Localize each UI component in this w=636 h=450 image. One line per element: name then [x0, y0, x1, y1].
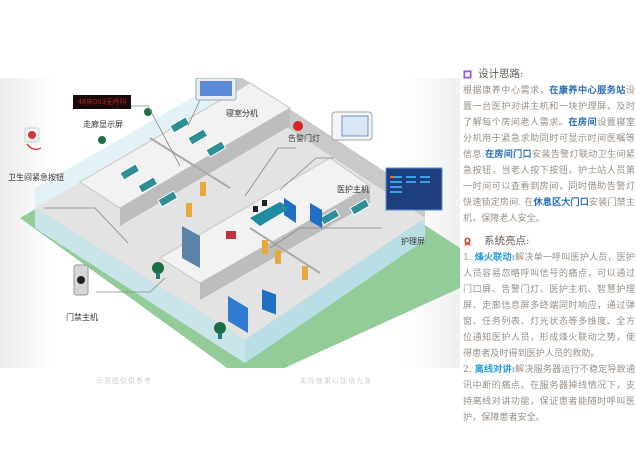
label-bedroom-extension: 寝室分机	[226, 109, 258, 118]
award-icon	[464, 236, 471, 246]
design-section-title: 设计思路:	[463, 66, 635, 82]
description-panel: 设计思路: 根据康养中心需求，在康养中心服务站设置一台医护对讲主机和一块护理屏，…	[463, 66, 635, 426]
floor-plan-illustration	[20, 78, 460, 368]
label-bathroom-button: 卫生间紧急按钮	[8, 173, 64, 182]
highlights-section-title: 系统亮点:	[463, 233, 635, 249]
system-diagram: 46床003无呼叫 走廊显示屏 卫生间紧急按钮 寝室分机 告警门灯 医护主机 护…	[0, 78, 460, 368]
label-corridor-display: 走廊显示屏	[83, 120, 123, 129]
highlight-item-1: 1. 烽火联动:解决单一呼叫医护人员，医护人员容易忽略呼叫信号的痛点，可以通过门…	[463, 252, 635, 359]
bookmark-icon	[463, 69, 472, 79]
caption-left: 示意图仅供参考	[96, 377, 152, 385]
highlight-item-2: 2. 离线对讲:解决服务器运行不稳定导致通讯中断的痛点。在服务器掉线情况下，支持…	[463, 364, 635, 423]
label-alarm-door-light: 告警门灯	[288, 134, 320, 143]
label-nursing-screen: 护理屏	[401, 237, 425, 246]
label-access-host: 门禁主机	[66, 313, 98, 322]
caption-right: 实际效果以现场为准	[300, 377, 372, 385]
corridor-display-screen-text: 46床003无呼叫	[77, 98, 127, 106]
label-nurse-host: 医护主机	[337, 185, 369, 194]
design-paragraph: 根据康养中心需求，在康养中心服务站设置一台医护对讲主机和一块护理屏，及时了解每个…	[463, 85, 635, 224]
